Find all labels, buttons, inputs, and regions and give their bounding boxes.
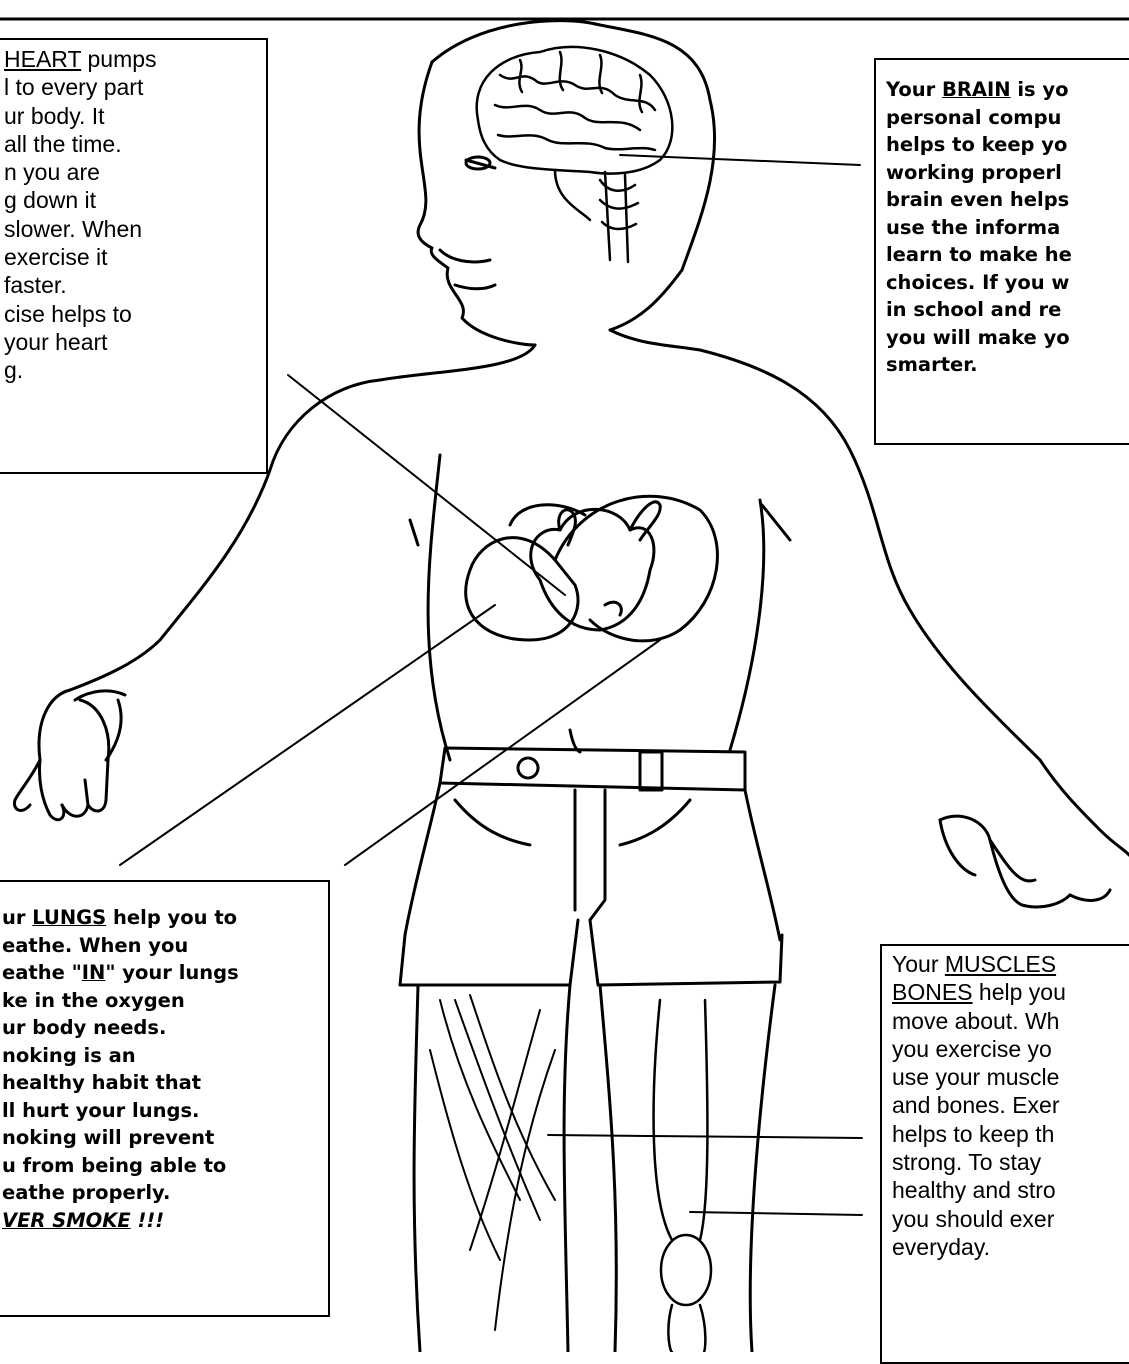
brain-callout: Your BRAIN is yo personal compu helps to… (874, 58, 1129, 445)
left-hand (14, 690, 125, 820)
muscles-line-8: strong. To stay (892, 1148, 1129, 1176)
lungs-line-9: noking will prevent (2, 1124, 328, 1152)
lungs-line-11: eathe properly. (2, 1179, 328, 1207)
brain-line-7: learn to make he (886, 241, 1129, 269)
muscles-callout: Your MUSCLES BONES help you move about. … (880, 944, 1129, 1364)
brain-line-8: choices. If you w (886, 269, 1129, 297)
brain-line-1: Your BRAIN is yo (886, 76, 1129, 104)
brain-line-10: you will make yo (886, 324, 1129, 352)
right-hand (940, 760, 1129, 907)
lungs-line-7: healthy habit that (2, 1069, 328, 1097)
lungs-pointer-left (120, 605, 495, 865)
legs (414, 985, 775, 1352)
lungs-line-12: VER SMOKE !!! (2, 1207, 328, 1235)
muscles-line-10: you should exer (892, 1205, 1129, 1233)
muscles-line-9: healthy and stro (892, 1176, 1129, 1204)
brain-line-2: personal compu (886, 104, 1129, 132)
heart-pointer (288, 375, 565, 595)
heart-callout: HEART pumps l to every part ur body. It … (0, 38, 268, 474)
heart-line-7: slower. When (4, 215, 266, 243)
heart-line-6: g down it (4, 186, 266, 214)
lungs-line-10: u from being able to (2, 1152, 328, 1180)
lungs (466, 496, 718, 641)
heart-line-12: g. (4, 356, 266, 384)
lungs-line-4: ke in the oxygen (2, 987, 328, 1015)
heart-line-2: l to every part (4, 73, 266, 101)
muscles-line-3: move about. Wh (892, 1007, 1129, 1035)
muscles-line-1: Your MUSCLES (892, 950, 1129, 978)
muscles-pointer (548, 1135, 862, 1138)
lungs-line-6: noking is an (2, 1042, 328, 1070)
lungs-line-5: ur body needs. (2, 1014, 328, 1042)
lungs-pointer-right (345, 640, 660, 865)
muscles-line-7: helps to keep th (892, 1120, 1129, 1148)
heart-line-1: HEART pumps (4, 45, 266, 73)
heart-line-4: all the time. (4, 130, 266, 158)
heart-line-8: exercise it (4, 243, 266, 271)
shorts (400, 748, 782, 985)
brain-line-5: brain even helps (886, 186, 1129, 214)
brain-line-11: smarter. (886, 351, 1129, 379)
muscles-line-2: BONES help you (892, 978, 1129, 1006)
lungs-line-1: ur LUNGS help you to (2, 904, 328, 932)
muscles-line-6: and bones. Exer (892, 1091, 1129, 1119)
brain (477, 47, 673, 262)
heart (531, 502, 660, 630)
brain-line-4: working properl (886, 159, 1129, 187)
head (418, 21, 715, 345)
heart-line-5: n you are (4, 158, 266, 186)
heart-line-3: ur body. It (4, 102, 266, 130)
lungs-line-3: eathe "IN" your lungs (2, 959, 328, 987)
brain-line-6: use the informa (886, 214, 1129, 242)
lungs-line-8: ll hurt your lungs. (2, 1097, 328, 1125)
heart-line-9: faster. (4, 271, 266, 299)
heart-line-11: your heart (4, 328, 266, 356)
muscles-line-11: everyday. (892, 1233, 1129, 1261)
muscles-line-4: you exercise yo (892, 1035, 1129, 1063)
bones-pointer (690, 1212, 862, 1215)
lungs-callout: ur LUNGS help you to eathe. When you eat… (0, 880, 330, 1317)
lungs-line-2: eathe. When you (2, 932, 328, 960)
brain-line-3: helps to keep yo (886, 131, 1129, 159)
brain-line-9: in school and re (886, 296, 1129, 324)
muscles-line-5: use your muscle (892, 1063, 1129, 1091)
heart-line-10: cise helps to (4, 300, 266, 328)
